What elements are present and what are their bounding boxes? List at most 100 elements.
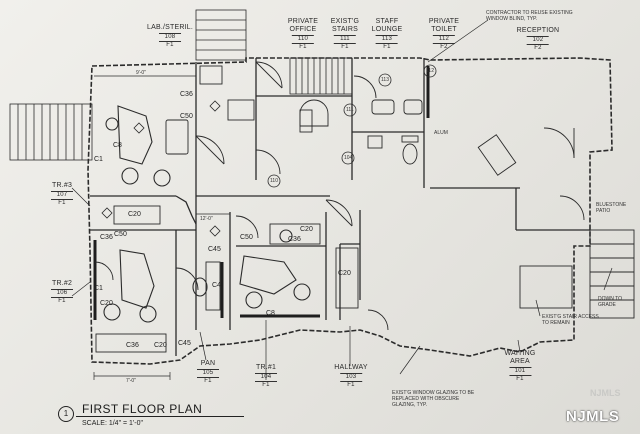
room-floor: F1 xyxy=(204,378,212,384)
room-label-tr2: TR.#2 106 F1 xyxy=(51,280,73,305)
note-obscure-glazing: EXIST'G WINDOW GLAZING TO BE REPLACED WI… xyxy=(392,390,475,408)
room-name: PAN xyxy=(200,360,216,367)
equip-tag: C20 xyxy=(300,226,313,233)
room-floor: F1 xyxy=(341,44,349,50)
title-underline xyxy=(76,416,244,417)
room-name: EXIST'G xyxy=(330,18,360,25)
room-name: TR.#1 xyxy=(255,364,277,371)
equip-tag: C20 xyxy=(338,270,351,277)
room-number: 108 xyxy=(158,33,181,42)
room-name: STAFF xyxy=(375,18,399,25)
room-name-line2: TOILET xyxy=(431,26,457,33)
door-tag: 111 xyxy=(346,107,354,113)
equip-tag: C20 xyxy=(154,342,167,349)
dimension-lines xyxy=(93,75,230,380)
room-name: LAB./STERIL. xyxy=(147,24,193,31)
equip-tag: C36 xyxy=(288,236,301,243)
room-floor: F1 xyxy=(166,42,174,48)
room-label-hallway: HALLWAY 103 F1 xyxy=(334,364,368,389)
room-label-staff-lounge: STAFF LOUNGE 113 F1 xyxy=(372,18,403,51)
dimension-label: 7'-0" xyxy=(126,378,136,384)
room-label-pan: PAN 105 F1 xyxy=(197,360,219,385)
equip-tag: C36 xyxy=(100,234,113,241)
room-name: HALLWAY xyxy=(334,364,368,371)
equip-tag: C45 xyxy=(178,340,191,347)
dimension-label: 9'-0" xyxy=(136,70,146,76)
equip-tag: C8 xyxy=(113,142,122,149)
room-number: 103 xyxy=(340,373,362,382)
room-number: 113 xyxy=(375,35,398,44)
room-name: TR.#2 xyxy=(51,280,73,287)
room-number: 106 xyxy=(51,289,73,298)
faint-watermark: NJMLS xyxy=(590,388,621,398)
room-label-private-office: PRIVATE OFFICE 110 F1 xyxy=(288,18,318,51)
note-contractor-blind: CONTRACTOR TO REUSE EXISTING WINDOW BLIN… xyxy=(486,10,573,22)
note-bluestone-patio: BLUESTONE PATIO xyxy=(596,202,627,214)
equip-tag: C1 xyxy=(94,156,103,163)
drawing-title: FIRST FLOOR PLAN xyxy=(82,402,203,416)
room-name-line2: STAIRS xyxy=(332,26,358,33)
room-name-line2: OFFICE xyxy=(289,26,317,33)
room-label-lab-steril: LAB./STERIL. 108 F1 xyxy=(147,24,193,49)
room-label-reception: RECEPTION 102 F2 xyxy=(517,27,560,52)
room-name: TR.#3 xyxy=(51,182,73,189)
dimension-label: 12'-0" xyxy=(200,216,213,222)
door-swings xyxy=(94,61,585,331)
room-name: RECEPTION xyxy=(516,27,560,34)
room-label-waiting-area: WAITING AREA 101 F1 xyxy=(504,350,535,383)
room-number: 112 xyxy=(432,35,455,44)
existing-stairs xyxy=(289,57,353,95)
room-floor: F1 xyxy=(58,298,66,304)
note-existing-stair-access: EXIST'G STAIR ACCESS TO REMAIN xyxy=(542,314,599,326)
door-tag: 113 xyxy=(381,77,389,83)
room-number: 111 xyxy=(333,35,356,44)
room-label-tr1: TR.#1 104 F1 xyxy=(255,364,277,389)
equip-tag: C20 xyxy=(128,211,141,218)
room-floor: F1 xyxy=(516,376,524,382)
room-name-line2: AREA xyxy=(510,358,530,365)
exterior-walls xyxy=(87,57,613,365)
equip-tag: C45 xyxy=(208,246,221,253)
room-number: 107 xyxy=(51,191,73,200)
room-floor: F2 xyxy=(534,45,542,51)
exterior-stair-left xyxy=(9,103,93,161)
equip-tag: C36 xyxy=(126,342,139,349)
room-label-private-toilet: PRIVATE TOILET 112 F2 xyxy=(429,18,459,51)
dental-chairs xyxy=(103,105,311,323)
room-floor: F1 xyxy=(299,44,307,50)
room-name: PRIVATE xyxy=(428,18,460,25)
door-tag-circles xyxy=(267,64,437,188)
room-number: 105 xyxy=(197,369,219,378)
equip-tag: C20 xyxy=(100,300,113,307)
equip-tag: C50 xyxy=(180,113,193,120)
equip-tag: C8 xyxy=(266,310,275,317)
njmls-watermark: NJMLS xyxy=(566,408,620,425)
room-floor: F1 xyxy=(383,44,391,50)
room-number: 110 xyxy=(291,35,314,44)
room-floor: F2 xyxy=(440,44,448,50)
door-tag: 110 xyxy=(270,178,278,184)
equip-tag: C4 xyxy=(212,282,221,289)
room-floor: F1 xyxy=(262,382,270,388)
equip-tag: C1 xyxy=(94,285,103,292)
equip-tag: C50 xyxy=(114,231,127,238)
room-label-tr3: TR.#3 107 F1 xyxy=(51,182,73,207)
drawing-number: 1 xyxy=(58,406,74,422)
diamond-marks xyxy=(101,100,221,237)
equip-tag: C50 xyxy=(240,234,253,241)
room-floor: F1 xyxy=(58,200,66,206)
door-tag: 104 xyxy=(344,155,353,161)
room-number: 104 xyxy=(255,373,277,382)
room-name-line2: LOUNGE xyxy=(371,26,403,33)
top-stair xyxy=(195,9,247,61)
room-name: WAITING xyxy=(504,350,536,357)
room-name: PRIVATE xyxy=(287,18,319,25)
room-number: 101 xyxy=(509,367,531,376)
room-floor: F1 xyxy=(347,382,355,388)
note-alum: ALUM xyxy=(434,130,448,136)
thick-partitions xyxy=(93,66,430,320)
drawing-scale: SCALE: 1/4" = 1'-0" xyxy=(82,420,143,427)
note-down-to-grade: DOWN TO GRADE xyxy=(598,296,622,308)
